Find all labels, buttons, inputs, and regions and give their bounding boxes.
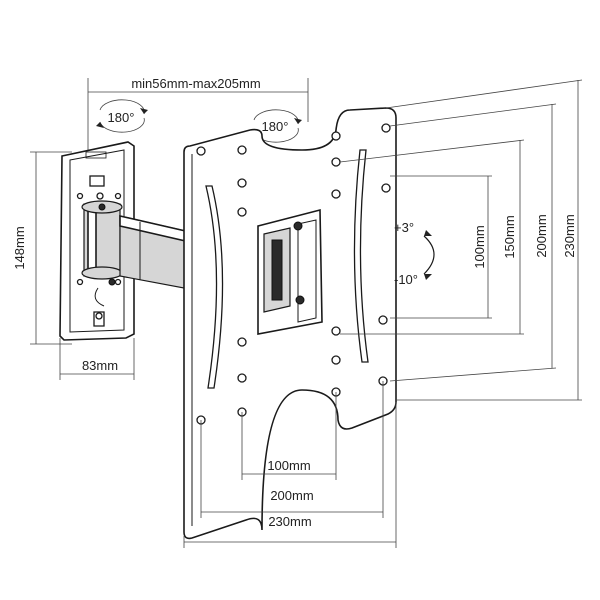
vertical-150-dimension: 150mm [339, 139, 525, 335]
vertical-100-dimension: 100mm [390, 175, 492, 319]
vertical-150-label: 150mm [502, 215, 517, 258]
horizontal-230-dimension: 230mm [183, 402, 397, 548]
swivel-wall-icon: 180° [96, 99, 148, 133]
arm-extension-dimension: min56mm-max205mm [87, 76, 309, 150]
wall-plate-height-dimension: 148mm [12, 151, 72, 345]
vertical-200-label: 200mm [534, 214, 549, 257]
arm-wall-hinge [81, 200, 123, 286]
horizontal-230-label: 230mm [268, 514, 311, 529]
vertical-230-dimension: 230mm [385, 79, 583, 401]
vertical-200-dimension: 200mm [389, 103, 557, 382]
horizontal-100-label: 100mm [267, 458, 310, 473]
tilt-indicator: +3° -10° [394, 220, 435, 287]
wall-plate-width-label: 83mm [82, 358, 118, 373]
vertical-230-label: 230mm [562, 214, 577, 257]
arm-extension-label: min56mm-max205mm [131, 76, 260, 91]
tilt-down-angle: -10° [394, 272, 418, 287]
horizontal-100-dimension: 100mm [241, 392, 337, 480]
vesa-plate [183, 107, 397, 540]
tilt-up-angle: +3° [394, 220, 414, 235]
horizontal-200-label: 200mm [270, 488, 313, 503]
swivel-wall-angle: 180° [108, 110, 135, 125]
horizontal-200-dimension: 200mm [200, 381, 384, 518]
wall-plate-width-dimension: 83mm [59, 338, 135, 380]
swivel-plate-angle: 180° [262, 119, 289, 134]
vertical-100-label: 100mm [472, 225, 487, 268]
wall-plate-height-label: 148mm [12, 226, 27, 269]
